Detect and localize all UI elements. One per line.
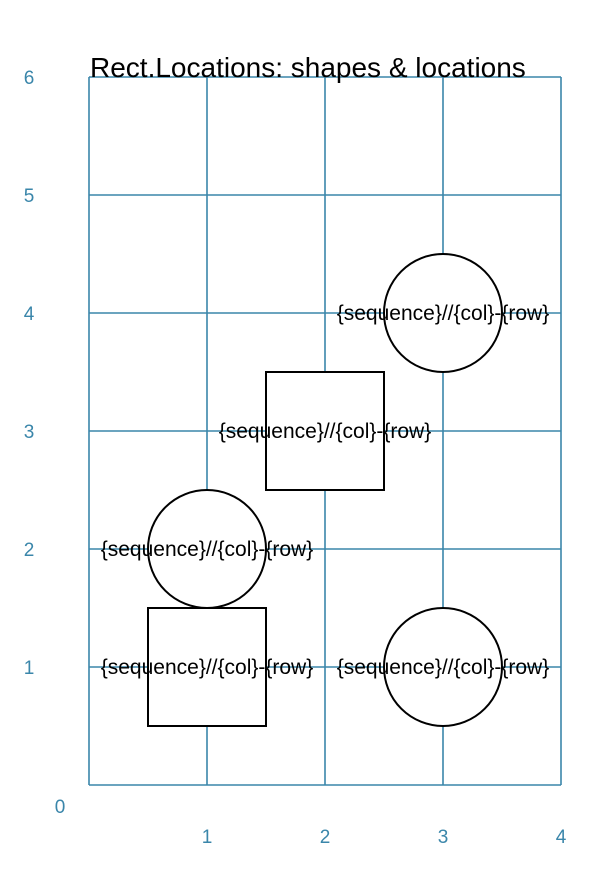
axis-tick-labels: 1 2 3 4 1 2 3 4 5 6 0	[24, 68, 567, 848]
shapes-layer: {sequence}//{col}-{row} {sequence}//{col}…	[101, 253, 550, 727]
x-tick-label: 4	[556, 827, 567, 848]
x-tick-label: 3	[438, 827, 449, 848]
circle-shape	[383, 253, 503, 373]
shape-label: {sequence}//{col}-{row}	[337, 302, 550, 325]
circle-shape	[147, 489, 267, 609]
y-tick-label: 4	[24, 304, 35, 325]
shape-label: {sequence}//{col}-{row}	[101, 656, 314, 679]
diagram-title: Rect.Locations: shapes & locations	[90, 52, 526, 83]
shape-label: {sequence}//{col}-{row}	[219, 420, 432, 443]
y-tick-label: 1	[24, 658, 35, 679]
circle-shape	[383, 607, 503, 727]
y-tick-label: 2	[24, 540, 35, 561]
y-tick-label: 5	[24, 186, 35, 207]
x-tick-label: 2	[320, 827, 331, 848]
y-tick-label: 6	[24, 68, 35, 89]
y-tick-label: 3	[24, 422, 35, 443]
square-shape	[147, 607, 267, 727]
origin-label: 0	[55, 797, 66, 818]
shape-label: {sequence}//{col}-{row}	[337, 656, 550, 679]
x-tick-label: 1	[202, 827, 213, 848]
shape-label: {sequence}//{col}-{row}	[101, 538, 314, 561]
square-shape	[265, 371, 385, 491]
